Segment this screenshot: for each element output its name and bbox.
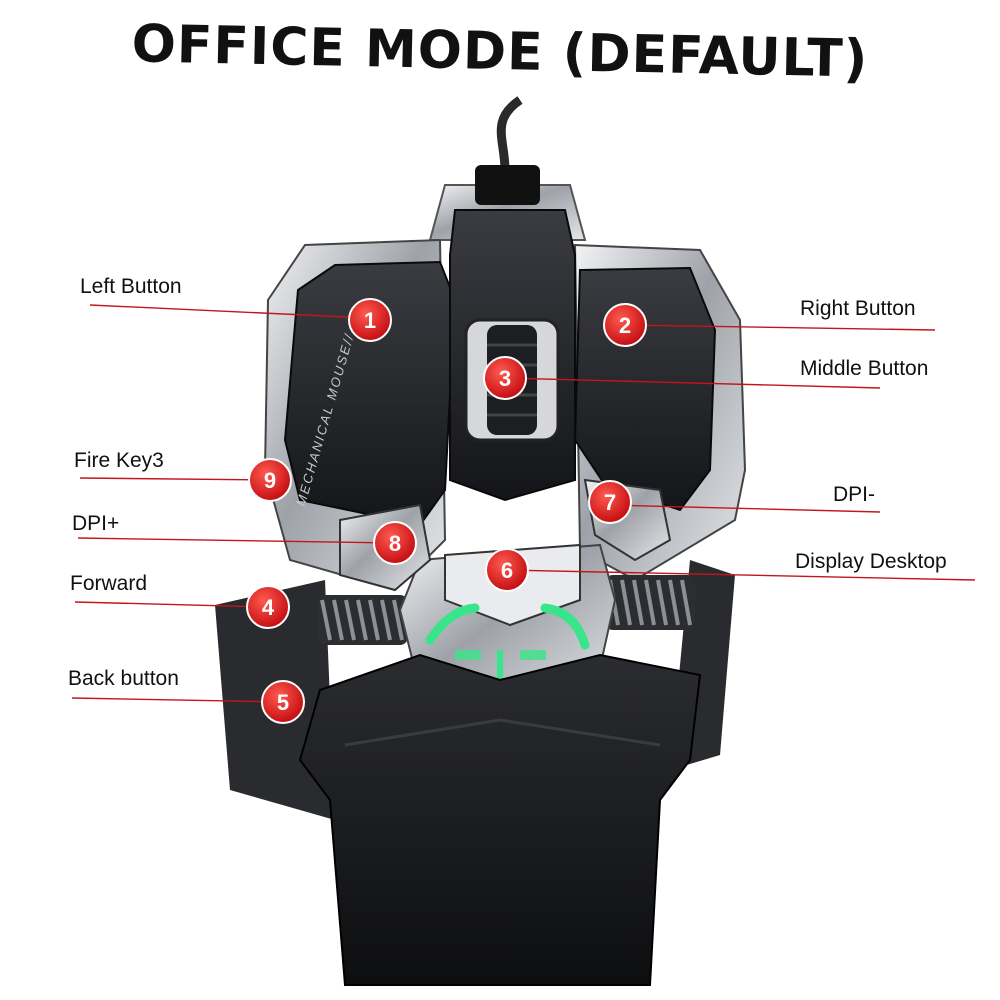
badge-4: 4 bbox=[246, 585, 290, 629]
badge-5: 5 bbox=[261, 680, 305, 724]
badge-6: 6 bbox=[485, 548, 529, 592]
badge-1: 1 bbox=[348, 298, 392, 342]
leader-middle-button bbox=[504, 377, 881, 389]
label-dpi-minus: DPI- bbox=[833, 483, 875, 506]
badge-9: 9 bbox=[248, 458, 292, 502]
svg-text:2: 2 bbox=[619, 313, 631, 338]
label-right-button: Right Button bbox=[800, 297, 916, 320]
led-left-arc bbox=[425, 603, 480, 645]
label-middle-button: Middle Button bbox=[800, 357, 929, 380]
leader-dpi-plus bbox=[77, 537, 396, 544]
svg-text:5: 5 bbox=[277, 690, 289, 715]
label-dpi-plus: DPI+ bbox=[72, 512, 120, 535]
cable bbox=[496, 96, 523, 171]
led-right-arc bbox=[540, 603, 590, 650]
svg-text:7: 7 bbox=[604, 490, 616, 515]
svg-text:8: 8 bbox=[389, 531, 401, 556]
label-back-button: Back button bbox=[68, 667, 179, 690]
badge-7: 7 bbox=[588, 480, 632, 524]
leader-back-button bbox=[71, 697, 284, 703]
label-forward: Forward bbox=[70, 572, 148, 595]
cable-housing bbox=[475, 165, 540, 205]
leader-left-button bbox=[89, 304, 371, 319]
svg-text:9: 9 bbox=[264, 468, 276, 493]
left-button-panel bbox=[283, 260, 457, 527]
label-fire-key3: Fire Key3 bbox=[74, 449, 164, 472]
label-display-desktop: Display Desktop bbox=[795, 550, 947, 573]
badge-8: 8 bbox=[373, 521, 417, 565]
leader-right-button bbox=[624, 324, 936, 331]
leader-dpi-minus bbox=[609, 504, 881, 513]
left-spring bbox=[318, 595, 408, 645]
svg-text:1: 1 bbox=[364, 308, 376, 333]
svg-text:3: 3 bbox=[499, 366, 511, 391]
leader-display-desktop bbox=[506, 569, 976, 581]
svg-text:6: 6 bbox=[501, 558, 513, 583]
badge-3: 3 bbox=[483, 356, 527, 400]
svg-text:4: 4 bbox=[262, 595, 275, 620]
leader-forward bbox=[74, 601, 269, 608]
leader-fire-key3 bbox=[79, 477, 271, 481]
badge-2: 2 bbox=[603, 303, 647, 347]
label-left-button: Left Button bbox=[80, 275, 182, 298]
